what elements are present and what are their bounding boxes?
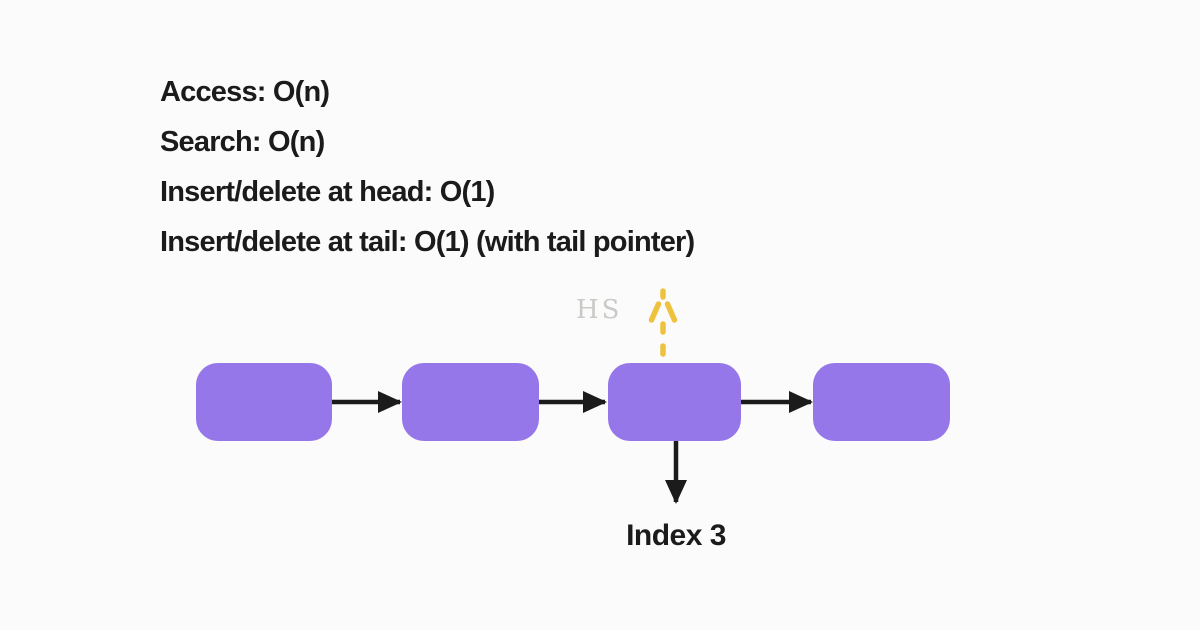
insert-position-arrow [648,288,678,401]
complexity-line-access: Access: O(n) [160,76,330,108]
index-label: Index 3 [626,519,726,552]
list-node-1 [196,363,332,441]
complexity-notes: Access: O(n) Search: O(n) Insert/delete … [160,67,695,267]
complexity-line-search: Search: O(n) [160,126,325,158]
list-node-4 [813,363,950,441]
complexity-line-insert-tail: Insert/delete at tail: O(1) (with tail p… [160,226,695,258]
list-node-2 [402,363,539,441]
complexity-line-insert-head: Insert/delete at head: O(1) [160,176,495,208]
list-node-3 [608,363,741,441]
watermark-text: HS [576,295,623,325]
